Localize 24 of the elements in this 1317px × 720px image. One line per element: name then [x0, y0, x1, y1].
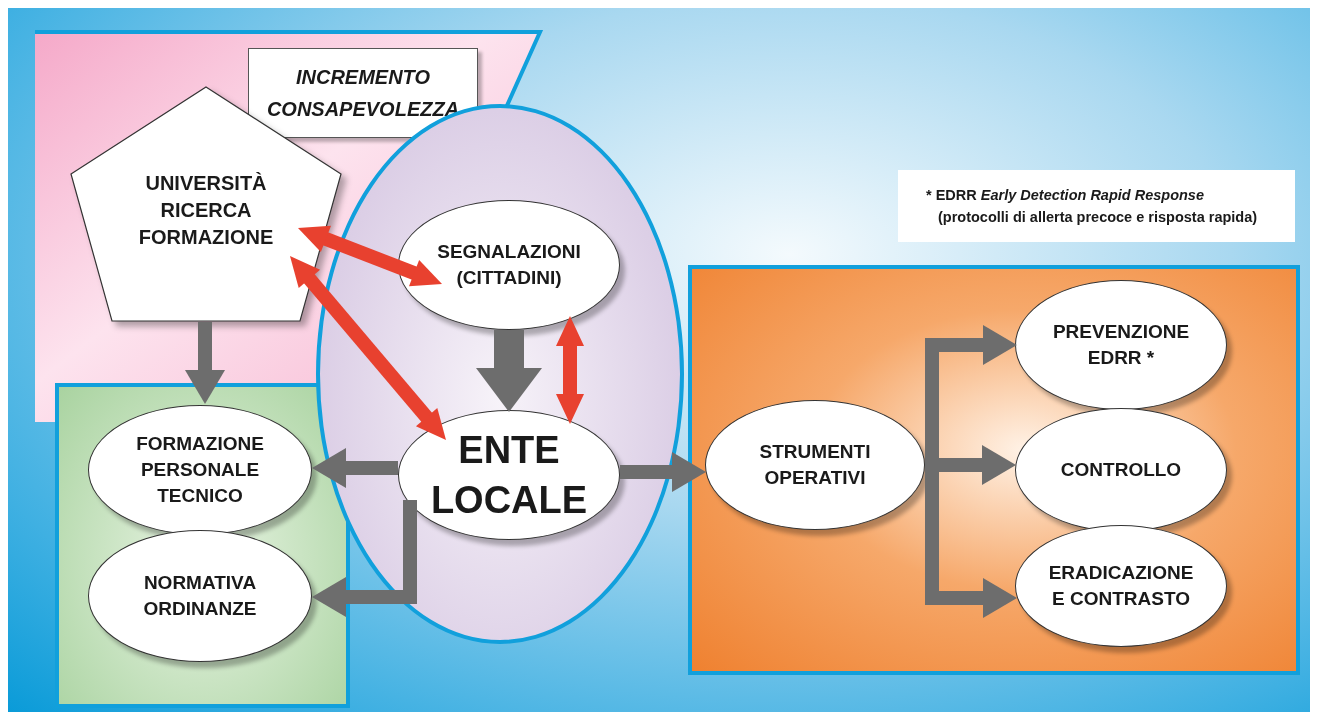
footnote-text: (protocolli di allerta precoce e risposta rapida)	[937, 208, 1258, 227]
node-label: ERADICAZIONE E CONTRASTO	[1047, 561, 1195, 611]
footnote-text: * EDRR Early Detection Rapid Response	[926, 186, 1204, 205]
node-label: NORMATIVA ORDINANZE	[142, 571, 258, 621]
node-label: ENTE LOCALE	[429, 428, 589, 523]
arrow	[297, 225, 443, 287]
group-panel	[55, 383, 350, 708]
node-label: CONTROLLO	[1060, 458, 1182, 482]
arrow	[290, 255, 446, 441]
node-label: INCREMENTO CONSAPEVOLEZZA	[265, 65, 461, 122]
arrow	[312, 448, 398, 488]
node-label: PREVENZIONE EDRR *	[1051, 320, 1191, 370]
arrow	[312, 500, 417, 617]
arrow	[620, 452, 706, 492]
arrow	[476, 330, 542, 412]
footnote-box	[898, 170, 1295, 242]
arrow	[556, 316, 584, 424]
group-panel	[688, 265, 1300, 675]
title-tag	[248, 48, 478, 138]
arrow	[185, 322, 225, 404]
node-label: STRUMENTI OPERATIVI	[758, 440, 872, 490]
node-label: SEGNALAZIONI (CITTADINI)	[436, 240, 582, 290]
node-label: UNIVERSITÀ RICERCA FORMAZIONE	[137, 171, 275, 250]
node-label: FORMAZIONE PERSONALE TECNICO	[135, 432, 265, 508]
